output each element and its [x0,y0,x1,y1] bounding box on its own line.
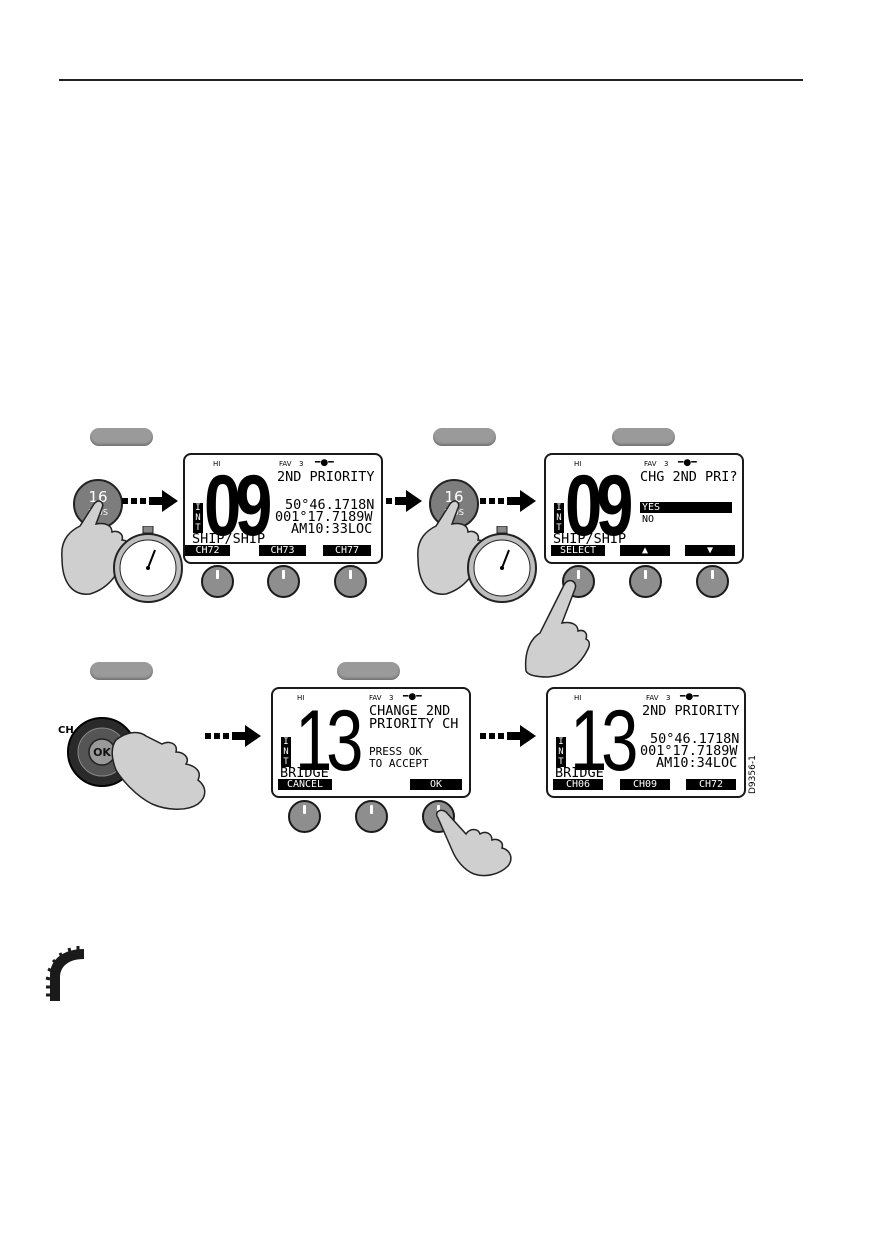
fav-indicator: FAV [646,694,659,702]
power-hi-indicator: HI [574,460,582,468]
status-line-1: 2ND PRIORITY [642,703,740,719]
int-indicator: INT [554,503,564,533]
arrow-right-icon [122,490,178,512]
fav-number: 3 [299,460,304,468]
fav-number: 3 [664,460,669,468]
prompt-line: CHG 2ND PRI? [640,469,738,485]
softkey-2: CH73 [259,545,306,556]
power-hi-indicator: HI [213,460,221,468]
softkey-ok: OK [410,779,462,790]
fav-indicator: FAV [644,460,657,468]
message-line-2: PRIORITY CH [369,716,459,732]
channel-name: SHIP/SHIP [553,531,627,547]
latitude: 50°46.1718N [650,731,740,747]
sixteen-label: 16 [88,488,107,506]
stopwatch-icon [113,526,183,603]
channel-number: 09 [204,458,272,554]
softkey-knob-2[interactable] [355,800,388,833]
softkey-knob-3[interactable] [696,565,729,598]
time: AM10:33LOC [291,521,373,537]
longitude: 001°17.7189W [275,509,373,525]
lcd-screen-2: HI FAV 3 ━●━ INT 09 CHG 2ND PRI? YES NO … [544,453,744,564]
ch-label: CH [58,725,74,736]
arrow-right-icon [480,490,536,512]
softkey-knob-3[interactable] [334,565,367,598]
hand-icon [524,579,590,678]
softkey-up: ▲ [620,545,670,556]
hand-icon [435,809,512,877]
softkey-knob-1[interactable] [288,800,321,833]
figure-id: D9356-1 [748,755,758,794]
message-line-4: TO ACCEPT [369,757,429,770]
scan-icon: ━●━ [315,458,334,468]
hand-icon [61,500,129,595]
int-indicator: INT [556,737,566,767]
step-tab-3 [612,428,675,446]
fav-number: 3 [389,694,394,702]
softkey-select: SELECT [551,545,605,556]
message-line-3: PRESS OK [369,745,422,758]
press-hold-illustration-1: 16 PLUS [61,479,129,595]
fav-indicator: FAV [369,694,382,702]
softkey-1: CH72 [185,545,230,556]
softkey-1: CH06 [553,779,603,790]
latitude: 50°46.1718N [285,497,375,513]
channel-name: BRIDGE [555,765,604,781]
step-tab-1 [90,428,153,446]
step-tab-2 [433,428,496,446]
lcd-screen-3: HI FAV 3 ━●━ INT 13 CHANGE 2ND PRIORITY … [271,687,471,798]
channel-name: SHIP/SHIP [192,531,266,547]
option-yes[interactable]: YES [640,502,732,513]
softkey-knob-2[interactable] [629,565,662,598]
int-indicator: INT [281,737,291,767]
option-no[interactable]: NO [642,514,655,525]
hand-icon [111,731,206,810]
channel-number: 09 [565,458,633,554]
fav-number: 3 [666,694,671,702]
rotary-knob-margin-icon [45,946,84,1001]
arrow-right-icon [480,725,536,747]
arrow-right-icon [205,725,261,747]
scan-icon: ━●━ [403,692,422,702]
channel-dial-illustration: OK [67,717,206,810]
arrow-right-icon [386,490,422,512]
scan-icon: ━●━ [678,458,697,468]
step-tab-5 [337,662,400,680]
header-rule [59,79,803,81]
softkey-knob-2[interactable] [267,565,300,598]
longitude: 001°17.7189W [640,743,738,759]
channel-number: 13 [570,693,638,789]
step-tab-4 [90,662,153,680]
lcd-screen-4: HI FAV 3 ━●━ INT 13 2ND PRIORITY 50°46.1… [546,687,746,798]
power-hi-indicator: HI [297,694,305,702]
softkey-2: CH09 [620,779,670,790]
stopwatch-icon [467,526,537,603]
softkey-down: ▼ [685,545,735,556]
softkey-cancel: CANCEL [278,779,332,790]
status-line-1: 2ND PRIORITY [277,469,375,485]
svg-text:OK: OK [93,746,111,759]
lcd-screen-1: HI FAV 3 ━●━ INT 09 2ND PRIORITY 50°46.1… [183,453,383,564]
channel-number: 13 [295,693,363,789]
channel-name: BRIDGE [280,765,329,781]
scan-icon: ━●━ [680,692,699,702]
svg-text:16: 16 [444,488,463,506]
int-indicator: INT [193,503,203,533]
time: AM10:34LOC [656,755,738,771]
fav-indicator: FAV [279,460,292,468]
softkey-3: CH72 [686,779,736,790]
softkey-knob-1[interactable] [201,565,234,598]
softkey-3: CH77 [323,545,371,556]
message-line-1: CHANGE 2ND [369,703,451,719]
power-hi-indicator: HI [574,694,582,702]
